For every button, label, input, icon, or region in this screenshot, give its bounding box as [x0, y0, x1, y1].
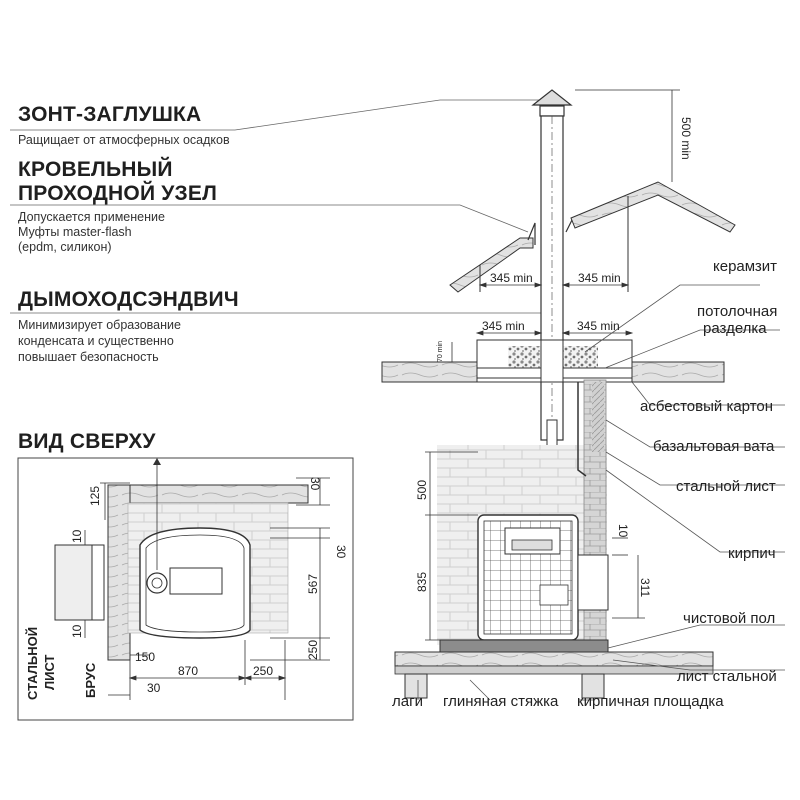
dim-10-side: 10	[616, 524, 630, 538]
dim-500-min: 500 min	[679, 117, 693, 160]
callout-leaders	[417, 284, 785, 701]
callout-keramzit: керамзит	[713, 258, 778, 275]
dim-345-ceiling-right: 345 min	[577, 319, 620, 333]
cap-description: Ращищает от атмосферных осадков	[18, 133, 230, 147]
dim-70-min: 70 min	[437, 340, 444, 362]
tv-dim-30-bottom: 30	[147, 681, 161, 695]
callout-brick-pad: кирпичная площадка	[577, 693, 724, 710]
roof-description-line-2: Муфты master-flash	[18, 225, 132, 239]
roof-description-line-1: Допускается применение	[18, 210, 165, 224]
callout-steel-sheet: стальной лист	[676, 478, 776, 495]
dim-345-roof-left: 345 min	[490, 271, 533, 285]
floor-structure	[394, 639, 714, 699]
roof-title-line-2: ПРОХОДНОЙ УЗЕЛ	[18, 182, 218, 205]
callout-brick: кирпич	[728, 545, 776, 562]
chimney-cap	[531, 89, 573, 117]
tv-label-steel-line-2: ЛИСТ	[42, 654, 57, 690]
cap-title: ЗОНТ-ЗАГЛУШКА	[18, 103, 202, 126]
callout-joists: лаги	[392, 693, 423, 710]
tv-dim-150: 150	[135, 650, 156, 664]
chimney-description-line-1: Минимизирует образование	[18, 318, 181, 332]
dim-835: 835	[415, 571, 429, 592]
tv-dim-250-h: 250	[253, 664, 274, 678]
chimney-description-line-3: повышает безопасность	[18, 350, 159, 364]
top-view-title: ВИД СВЕРХУ	[18, 430, 156, 453]
roof-title-line-1: КРОВЕЛЬНЫЙ	[18, 158, 173, 181]
top-view	[17, 457, 354, 721]
chimney-title: ДЫМОХОДСЭНДВИЧ	[18, 288, 239, 311]
tv-dim-567: 567	[306, 573, 320, 594]
dim-500: 500	[415, 479, 429, 500]
roof	[449, 181, 736, 293]
chimney-description-line-2: конденсата и существенно	[18, 334, 174, 348]
dim-345-ceiling-left: 345 min	[482, 319, 525, 333]
tv-label-steel-line-1: СТАЛЬНОЙ	[25, 626, 40, 700]
callout-steel-sheet-2: лист стальной	[677, 668, 777, 685]
section-dimensions	[425, 451, 645, 641]
callout-clay-screed: глиняная стяжка	[443, 693, 559, 710]
callout-ceiling-line-2: разделка	[703, 320, 767, 337]
dim-345-roof-right: 345 min	[578, 271, 621, 285]
tv-dim-30-mid: 30	[334, 545, 348, 559]
tv-dim-10-b: 10	[70, 624, 84, 638]
ceiling-dimensions	[475, 330, 634, 336]
tv-dim-870: 870	[178, 664, 199, 678]
tv-dim-125: 125	[88, 485, 102, 506]
callout-ceiling-line-1: потолочная	[697, 303, 778, 320]
roof-description-line-3: (epdm, силикон)	[18, 240, 112, 254]
roof-dimensions	[478, 89, 680, 288]
tv-label-beam: БРУС	[83, 662, 98, 698]
tv-dim-30-top: 30	[308, 477, 322, 491]
dim-311: 311	[638, 578, 652, 598]
stove	[477, 514, 609, 641]
callout-basalt: базальтовая вата	[653, 438, 775, 455]
ceiling-slab	[381, 339, 725, 383]
callout-finish-floor: чистовой пол	[683, 610, 776, 627]
tv-dim-10-a: 10	[70, 529, 84, 543]
tv-dim-250-v: 250	[306, 639, 320, 660]
callout-asbestos: асбестовый картон	[640, 398, 774, 415]
